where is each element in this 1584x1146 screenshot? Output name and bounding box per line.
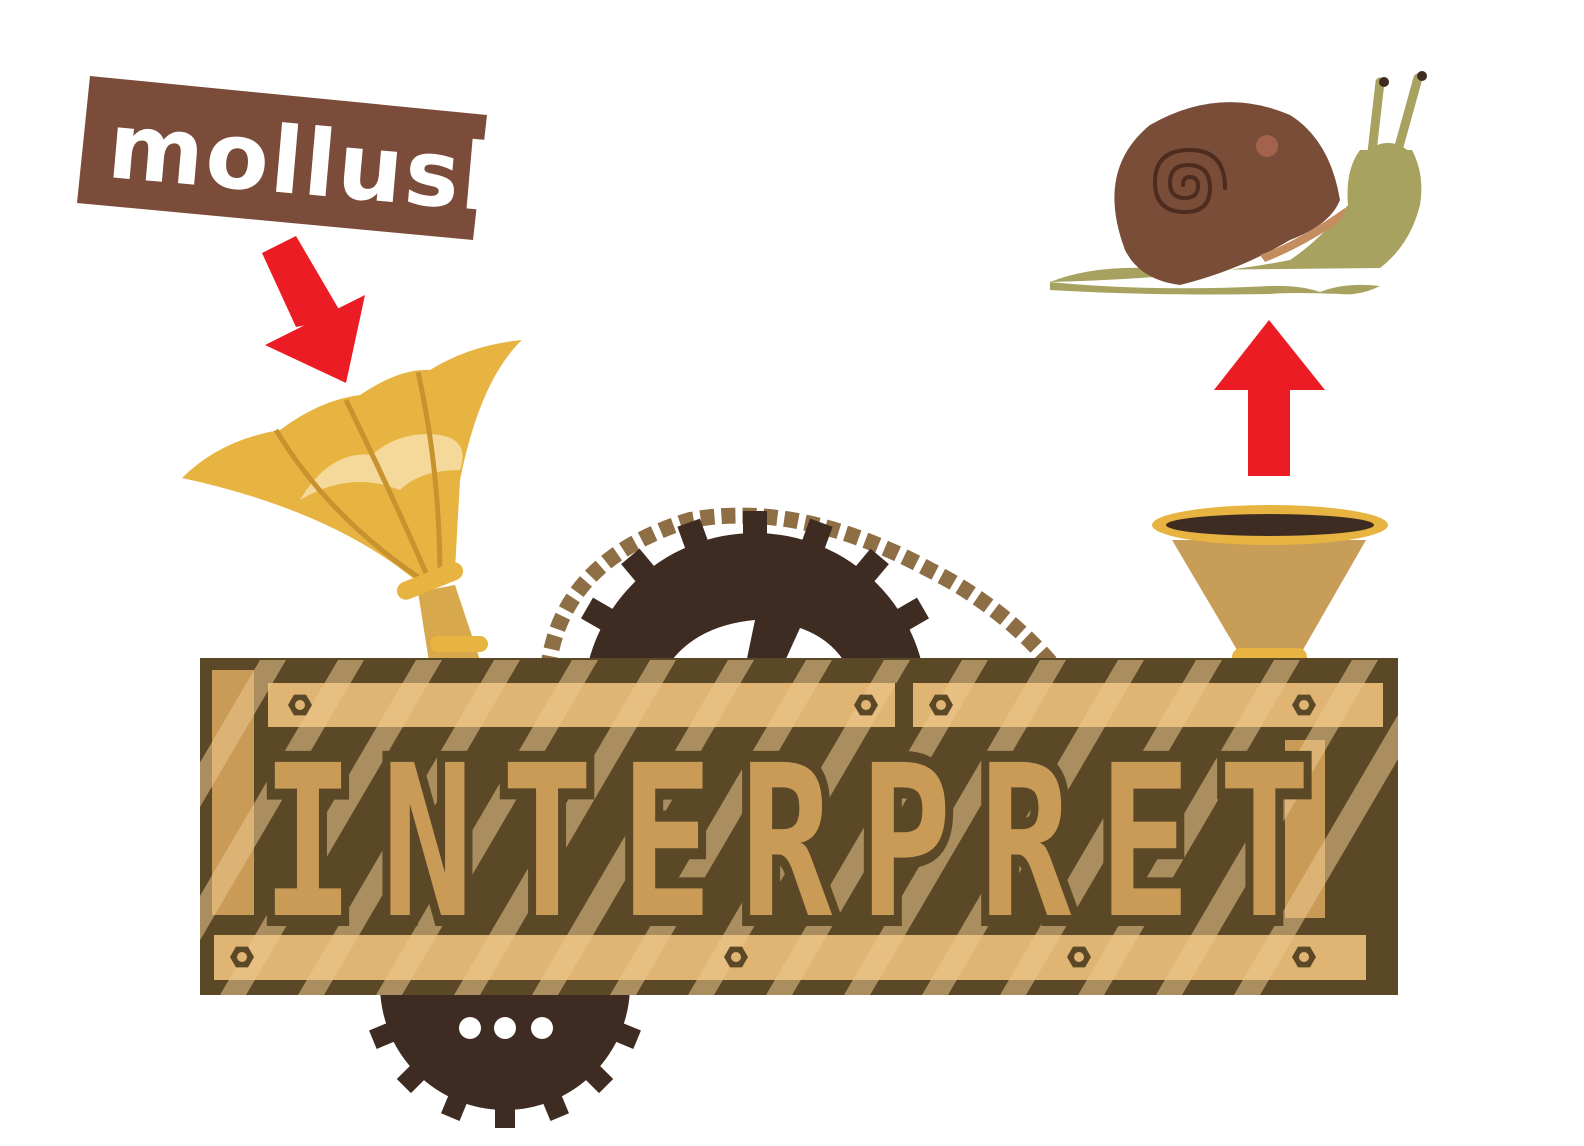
gramophone-horn-icon — [182, 340, 522, 668]
input-arrow-down-icon — [262, 236, 365, 383]
clue-word-card: mollusk — [77, 76, 529, 240]
bolt-icon — [230, 946, 254, 968]
bolt-icon — [288, 694, 312, 716]
bolt-icon — [1067, 946, 1091, 968]
funnel-icon — [1152, 505, 1388, 666]
bolt-icon — [854, 694, 878, 716]
game-title-fill: INTERPRET — [262, 720, 1338, 965]
bolt-icon — [929, 694, 953, 716]
wooden-sign-board — [200, 658, 1398, 995]
bolt-icon — [1292, 946, 1316, 968]
output-arrow-up-icon — [1214, 320, 1325, 476]
bolt-icon — [724, 946, 748, 968]
game-title-text: INTERPRET — [262, 720, 1338, 965]
snail-icon — [1050, 71, 1427, 295]
bolt-icon — [1292, 694, 1316, 716]
game-title: INTERPRET INTERPRET — [251, 709, 1338, 976]
